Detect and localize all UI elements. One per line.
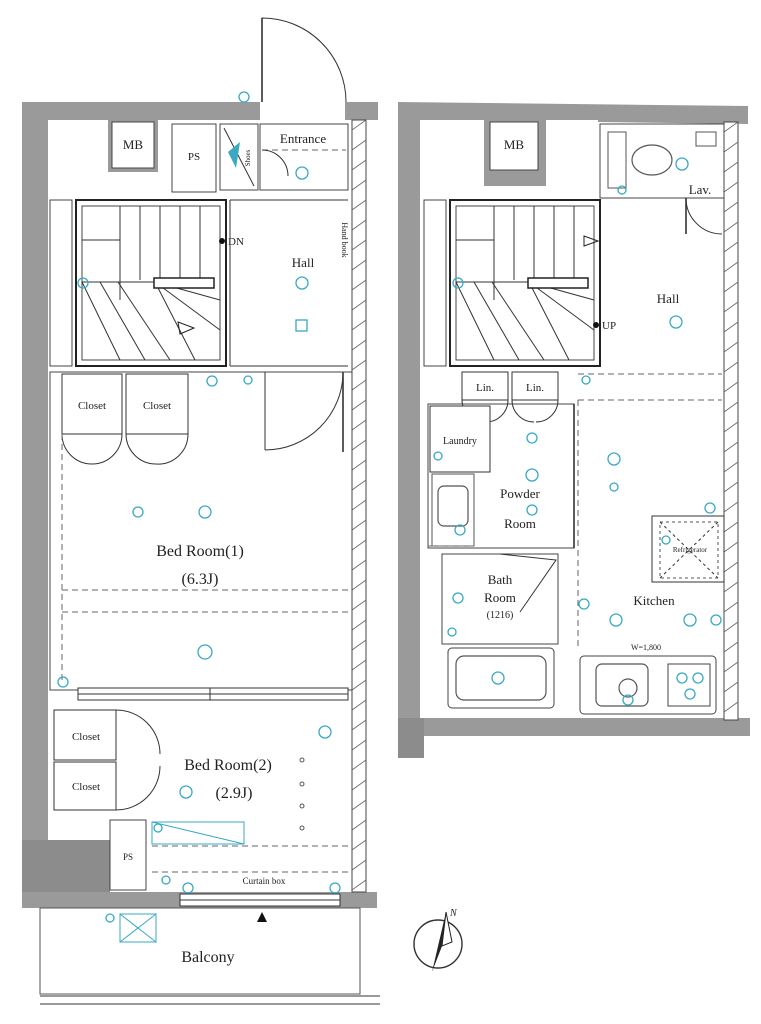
kitchen-width-label: W=1,800 [631,643,661,652]
bath-size-label: (1216) [487,610,514,621]
lin-a-label: Lin. [476,382,494,394]
bedroom-2-label: Bed Room(2) [184,757,272,774]
f1-hall-label: Hall [292,255,315,270]
floor-2: MB Lav. UP Hall [398,102,750,758]
f1-entrance-label: Entrance [280,131,326,146]
lin-b-label: Lin. [526,382,544,394]
f1-closet-d-label: Closet [72,781,100,793]
f1-ps-bottom-label: PS [123,852,133,862]
bedroom-2-size: (2.9J) [216,785,253,802]
f1-dn-label: DN [228,236,244,248]
bath-label: Bath [488,572,513,587]
balcony-label: Balcony [181,949,234,966]
f1-mb-label: MB [123,137,144,152]
floor-1: MB PS Shoes Entrance [22,17,380,1005]
f1-closet-a-label: Closet [78,400,106,412]
north-compass: N [413,908,463,972]
bedroom-1-label: Bed Room(1) [156,543,244,560]
f1-ps-top-label: PS [188,151,200,163]
bedroom-1-size: (6.3J) [182,571,219,588]
f1-closet-c-label: Closet [72,731,100,743]
bath-room-label: Room [484,590,516,605]
lav-label: Lav. [689,182,712,197]
f1-handbook-label: Hand book [340,222,349,257]
compass-north-label: N [449,908,458,919]
powder-label: Powder [500,486,540,501]
f1-closet-b-label: Closet [143,400,171,412]
kitchen-label: Kitchen [633,593,675,608]
f1-shoes-label: Shoes [244,149,252,166]
laundry-label: Laundry [443,436,477,447]
refrigerator-label: Refrigerator [673,546,708,554]
curtain-box-label: Curtain box [243,876,286,886]
f2-mb-label: MB [504,137,525,152]
f2-up-label: UP [602,320,616,332]
f2-hall-label: Hall [657,291,680,306]
powder-room-label: Room [504,516,536,531]
